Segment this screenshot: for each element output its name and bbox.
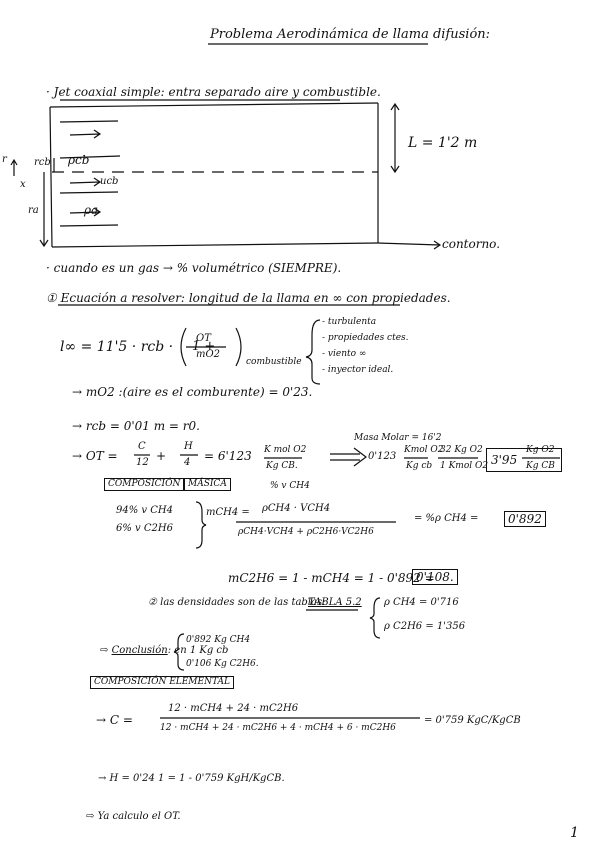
frac-den-mO2: mO2 <box>196 349 221 360</box>
domain-top <box>49 102 379 108</box>
condition-3: - viento ∞ <box>322 349 367 359</box>
result-unit-num: Kg O2 <box>526 445 555 455</box>
c-lhs: → C = <box>96 713 133 727</box>
h-num: H <box>184 441 193 452</box>
m-ch4-value: 0'892 <box>504 511 546 527</box>
label-u-cb: ucb <box>100 176 119 187</box>
ecuacion-label: Ecuación a resolver: <box>60 291 185 305</box>
v-ch4: % v CH4 <box>270 481 310 491</box>
conv-u2-den: 1 Kmol O2 <box>440 461 489 471</box>
composicion-label: COMPOSICIÓN <box>104 478 185 491</box>
densidades-text: ② las densidades son de las tablas: <box>148 597 326 608</box>
conv-u1-den: Kg cb <box>406 461 433 471</box>
c-frac-num: 12 · mCH4 + 24 · mC2H6 <box>168 703 299 714</box>
m-ch4-num: ρCH4 · VCH4 <box>262 503 331 514</box>
masica-label: MÁSICA <box>184 478 231 491</box>
label-rcb: rcb <box>34 157 51 168</box>
masa-molar: Masa Molar = 16'2 <box>354 433 442 443</box>
page-number: 1 <box>570 825 579 841</box>
arrow-cb <box>69 177 102 187</box>
implies-icon: ⇨ <box>100 645 109 656</box>
last-line: ⇨ Ya calculo el OT. <box>86 812 181 822</box>
conclusion-line: ⇨ Conclusión: en 1 Kg cb <box>100 646 228 656</box>
contorno-arrow <box>377 240 442 250</box>
plus-sign: + <box>156 449 167 463</box>
label-contorno: contorno. <box>442 237 501 251</box>
label-rho-cb: ρcb <box>68 153 90 167</box>
rcb-line: → rcb = 0'01 m = r0. <box>72 419 200 433</box>
implies-arrow <box>330 447 367 467</box>
flame-length-formula: l∞ = 11'5 · rcb · <box>60 339 174 355</box>
conclusion-ch4: 0'892 Kg CH4 <box>186 635 251 645</box>
rho-ch4: ρ CH4 = 0'716 <box>384 597 459 608</box>
gas-note: · cuando es un gas → % volumétrico (SIEM… <box>46 261 342 275</box>
condition-4: - inyector ideal. <box>322 365 394 375</box>
c-den: 12 <box>136 457 149 468</box>
ch4-percent: 94% v CH4 <box>116 505 173 516</box>
implies-icon-2: ⇨ <box>86 811 95 822</box>
air-lip-top <box>59 120 119 123</box>
ot-value: = 6'123 <box>204 449 252 463</box>
m-c2h6-line: mC2H6 = 1 - mCH4 = 1 - 0'892 = <box>228 571 435 585</box>
c2h6-percent: 6% v C2H6 <box>116 523 173 534</box>
units-den: Kg CB. <box>266 461 298 471</box>
air-lip-bottom <box>59 224 119 227</box>
formula-subscript: combustible <box>246 357 302 367</box>
result-unit-den: Kg CB <box>526 461 555 471</box>
h-line: → H = 0'24 1 = 1 - 0'759 KgH/KgCB. <box>98 773 285 784</box>
ecuacion-sub: longitud de la llama en ∞ con propiedade… <box>188 291 451 305</box>
arrow-air-top <box>69 129 102 139</box>
formula-inner: 1 + <box>192 339 216 354</box>
arrow-air-bottom <box>69 207 102 217</box>
h-den: 4 <box>184 457 191 468</box>
mo2-line: → mO2 :(aire es el comburente) = 0'23. <box>72 385 313 399</box>
step-number: ① <box>46 291 57 305</box>
nozzle-bottom <box>59 191 119 194</box>
c-frac-den: 12 · mCH4 + 24 · mC2H6 + 4 · mCH4 + 6 · … <box>160 723 396 733</box>
domain-left <box>49 106 53 248</box>
conclusion-text: : en 1 Kg cb <box>167 645 229 656</box>
label-x: x <box>20 179 26 190</box>
jet-description: · Jet coaxial simple: entra separado air… <box>46 85 381 99</box>
axis-r <box>10 158 18 176</box>
section1-heading: ① Ecuación a resolver: longitud de la ll… <box>46 292 451 304</box>
m-ch4: mCH4 = <box>206 507 250 518</box>
condition-2: - propiedades ctes. <box>322 333 409 343</box>
composicion-elemental-label: COMPOSICIÓN ELEMENTAL <box>90 676 234 689</box>
conv-u2-num: 32 Kg O2 <box>440 445 483 455</box>
domain-bottom <box>51 242 379 248</box>
conclusion-c2h6: 0'106 Kg C2H6. <box>186 659 259 669</box>
conditions-brace <box>305 319 321 385</box>
label-rho-a: ρa <box>84 203 99 217</box>
conclusion-label: Conclusión <box>111 645 168 656</box>
m-ch4-den: ρCH4·VCH4 + ρC2H6·VC2H6 <box>238 527 374 537</box>
c-num: C <box>138 441 146 452</box>
conv-value: 0'123 <box>368 451 397 462</box>
frac-num-OT: OT <box>196 333 211 344</box>
conv-u1-num: Kmol O2 <box>404 445 444 455</box>
label-r: r <box>2 154 7 165</box>
condition-1: - turbulenta <box>322 317 377 327</box>
units-num: K mol O2 <box>264 445 307 455</box>
label-ra: ra <box>28 205 39 216</box>
rho-c2h6: ρ C2H6 = 1'356 <box>384 621 466 632</box>
nozzle-top <box>59 155 121 159</box>
page-title: Problema Aerodinámica de llama difusión: <box>210 27 491 42</box>
last-text: Ya calculo el OT. <box>97 811 181 822</box>
ot-lhs: → OT = <box>72 449 118 463</box>
label-L: L = 1'2 m <box>408 135 478 151</box>
c-value: = 0'759 KgC/KgCB <box>424 715 521 726</box>
tabla-ref: TABLA 5.2 <box>308 597 362 608</box>
result-box: 3'95 <box>486 448 563 472</box>
m-ch4-eq: = %ρ CH4 = <box>414 513 479 524</box>
m-c2h6-value: 0'108. <box>412 569 458 585</box>
